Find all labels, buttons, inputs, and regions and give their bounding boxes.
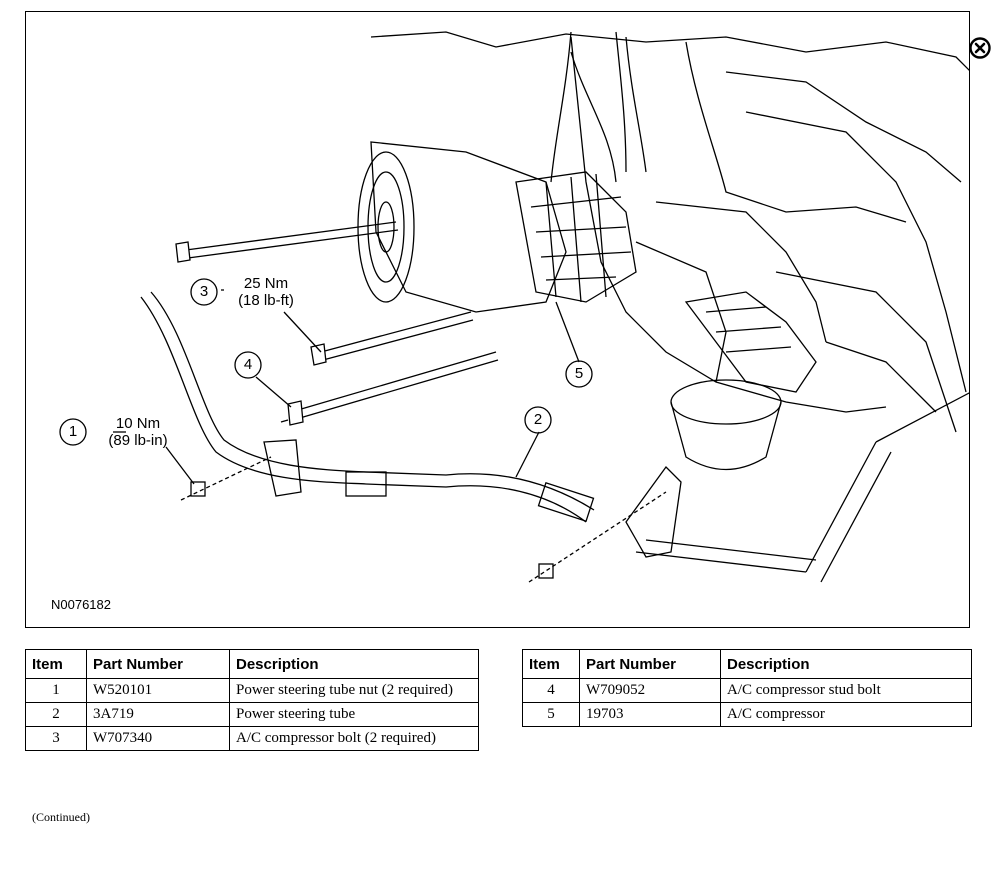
callout-4-number: 4 (243, 356, 253, 373)
header-item: Item (25, 649, 87, 679)
parts-table-left: Item Part Number Description 1 W520101 P… (25, 649, 479, 751)
cell-item: 4 (522, 678, 580, 703)
cell-part-number: 19703 (579, 702, 721, 727)
callout-1-torque-alt: (89 lb-in) (108, 432, 168, 449)
cell-description: A/C compressor (720, 702, 972, 727)
callout-3-torque: 25 Nm (243, 275, 289, 292)
cell-item: 1 (25, 678, 87, 703)
table-row: 5 19703 A/C compressor (522, 702, 972, 727)
cell-item: 5 (522, 702, 580, 727)
table-header-row: Item Part Number Description (522, 649, 972, 679)
cell-item: 2 (25, 702, 87, 727)
exploded-view-figure: 3 25 Nm (18 lb-ft) 4 1 10 Nm (89 lb-in) … (25, 11, 970, 628)
header-part-number: Part Number (579, 649, 721, 679)
table-row: 4 W709052 A/C compressor stud bolt (522, 678, 972, 703)
callout-1-torque: 10 Nm (115, 415, 161, 432)
cell-description: Power steering tube nut (2 required) (229, 678, 479, 703)
parts-table-right: Item Part Number Description 4 W709052 A… (522, 649, 972, 727)
callout-1-number: 1 (68, 423, 78, 440)
cell-description: Power steering tube (229, 702, 479, 727)
continued-note: (Continued) (32, 810, 90, 824)
table-row: 3 W707340 A/C compressor bolt (2 require… (25, 726, 479, 751)
cell-part-number: 3A719 (86, 702, 230, 727)
header-item: Item (522, 649, 580, 679)
header-description: Description (229, 649, 479, 679)
cell-description: A/C compressor bolt (2 required) (229, 726, 479, 751)
engine-illustration (59, 31, 969, 583)
callout-5-number: 5 (574, 365, 584, 382)
cell-part-number: W709052 (579, 678, 721, 703)
cell-part-number: W707340 (86, 726, 230, 751)
callout-3-torque-alt: (18 lb-ft) (238, 292, 294, 309)
figure-id: N0076182 (51, 597, 111, 612)
callout-3-number: 3 (199, 283, 209, 300)
callout-2-number: 2 (533, 411, 543, 428)
table-header-row: Item Part Number Description (25, 649, 479, 679)
header-part-number: Part Number (86, 649, 230, 679)
close-icon[interactable] (968, 36, 992, 60)
cell-item: 3 (25, 726, 87, 751)
table-row: 2 3A719 Power steering tube (25, 702, 479, 727)
engine-block-drawing (59, 31, 969, 583)
cell-part-number: W520101 (86, 678, 230, 703)
table-row: 1 W520101 Power steering tube nut (2 req… (25, 678, 479, 703)
cell-description: A/C compressor stud bolt (720, 678, 972, 703)
header-description: Description (720, 649, 972, 679)
